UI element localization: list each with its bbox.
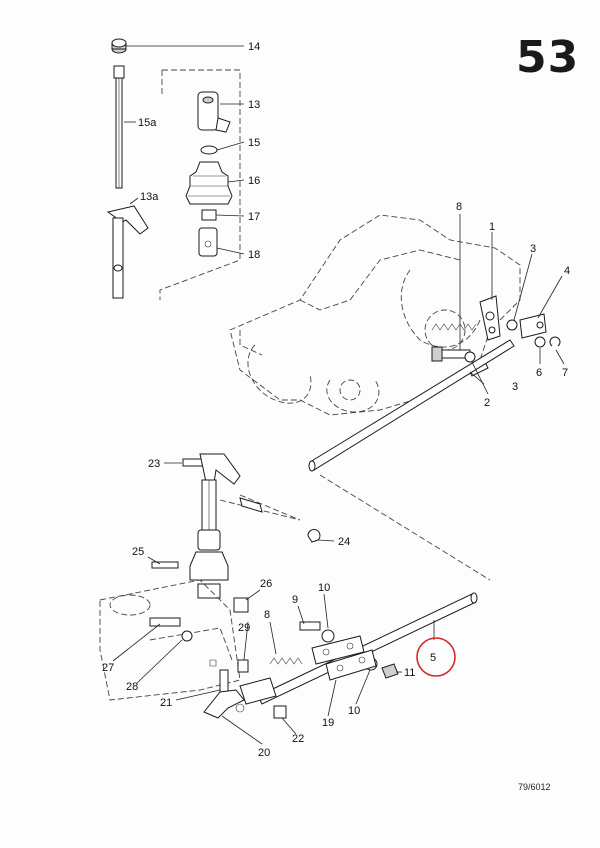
- callout-27: 27: [102, 662, 114, 674]
- drawing-reference: 79/6012: [518, 782, 551, 792]
- callout-20: 20: [258, 747, 270, 759]
- lower-linkage-parts: [203, 597, 399, 719]
- leader-lines: [112, 45, 565, 745]
- callout-13a: 13a: [140, 191, 159, 203]
- callout-8-bottom: 8: [264, 609, 270, 621]
- highlight-circle: [416, 637, 456, 677]
- part-16-rubber-boot: [185, 161, 233, 205]
- callout-18: 18: [248, 249, 260, 261]
- callout-6: 6: [536, 367, 542, 379]
- callout-9: 9: [292, 594, 298, 606]
- callout-2: 2: [484, 397, 490, 409]
- callout-7: 7: [562, 367, 568, 379]
- callout-19: 19: [322, 717, 334, 729]
- callout-26: 26: [260, 578, 272, 590]
- callout-13: 13: [248, 99, 260, 111]
- callout-5: 5: [430, 652, 436, 664]
- part-18-clevis: [198, 227, 218, 257]
- part-5-long-rod: [257, 339, 515, 705]
- part-17-bushing: [201, 209, 217, 221]
- callout-8-top: 8: [456, 201, 462, 213]
- callout-3-bottom: 3: [512, 381, 518, 393]
- callout-15a: 15a: [138, 117, 157, 129]
- callout-24: 24: [338, 536, 350, 548]
- callout-10-upper: 10: [318, 582, 330, 594]
- part-13a-lever: [106, 205, 149, 299]
- part-14-cap: [111, 38, 127, 54]
- callout-labels: 14 15a 13 15 13a 16 17 18 8 1 3 4 3 2 6 …: [102, 41, 570, 759]
- callout-14: 14: [248, 41, 260, 53]
- part-13-finger: [197, 91, 231, 133]
- upper-parts-group: [106, 38, 241, 300]
- callout-3-top: 3: [530, 243, 536, 255]
- callout-22: 22: [292, 733, 304, 745]
- selector-linkage-right: [431, 295, 561, 377]
- callout-28: 28: [126, 681, 138, 693]
- callout-4: 4: [564, 265, 570, 277]
- callout-1: 1: [489, 221, 495, 233]
- part-15-clip: [200, 145, 218, 155]
- gearbox-housing-outline: [229, 214, 521, 416]
- callout-25: 25: [132, 546, 144, 558]
- callout-21: 21: [160, 697, 172, 709]
- callout-16: 16: [248, 175, 260, 187]
- page-number: 53: [516, 32, 580, 83]
- callout-10-lower: 10: [348, 705, 360, 717]
- callout-29: 29: [238, 622, 250, 634]
- callout-15: 15: [248, 137, 260, 149]
- callout-23: 23: [148, 458, 160, 470]
- lower-gear-lever-assembly: [151, 453, 321, 599]
- part-15a-rod: [113, 65, 125, 189]
- callout-11: 11: [404, 667, 415, 679]
- callout-17: 17: [248, 211, 260, 223]
